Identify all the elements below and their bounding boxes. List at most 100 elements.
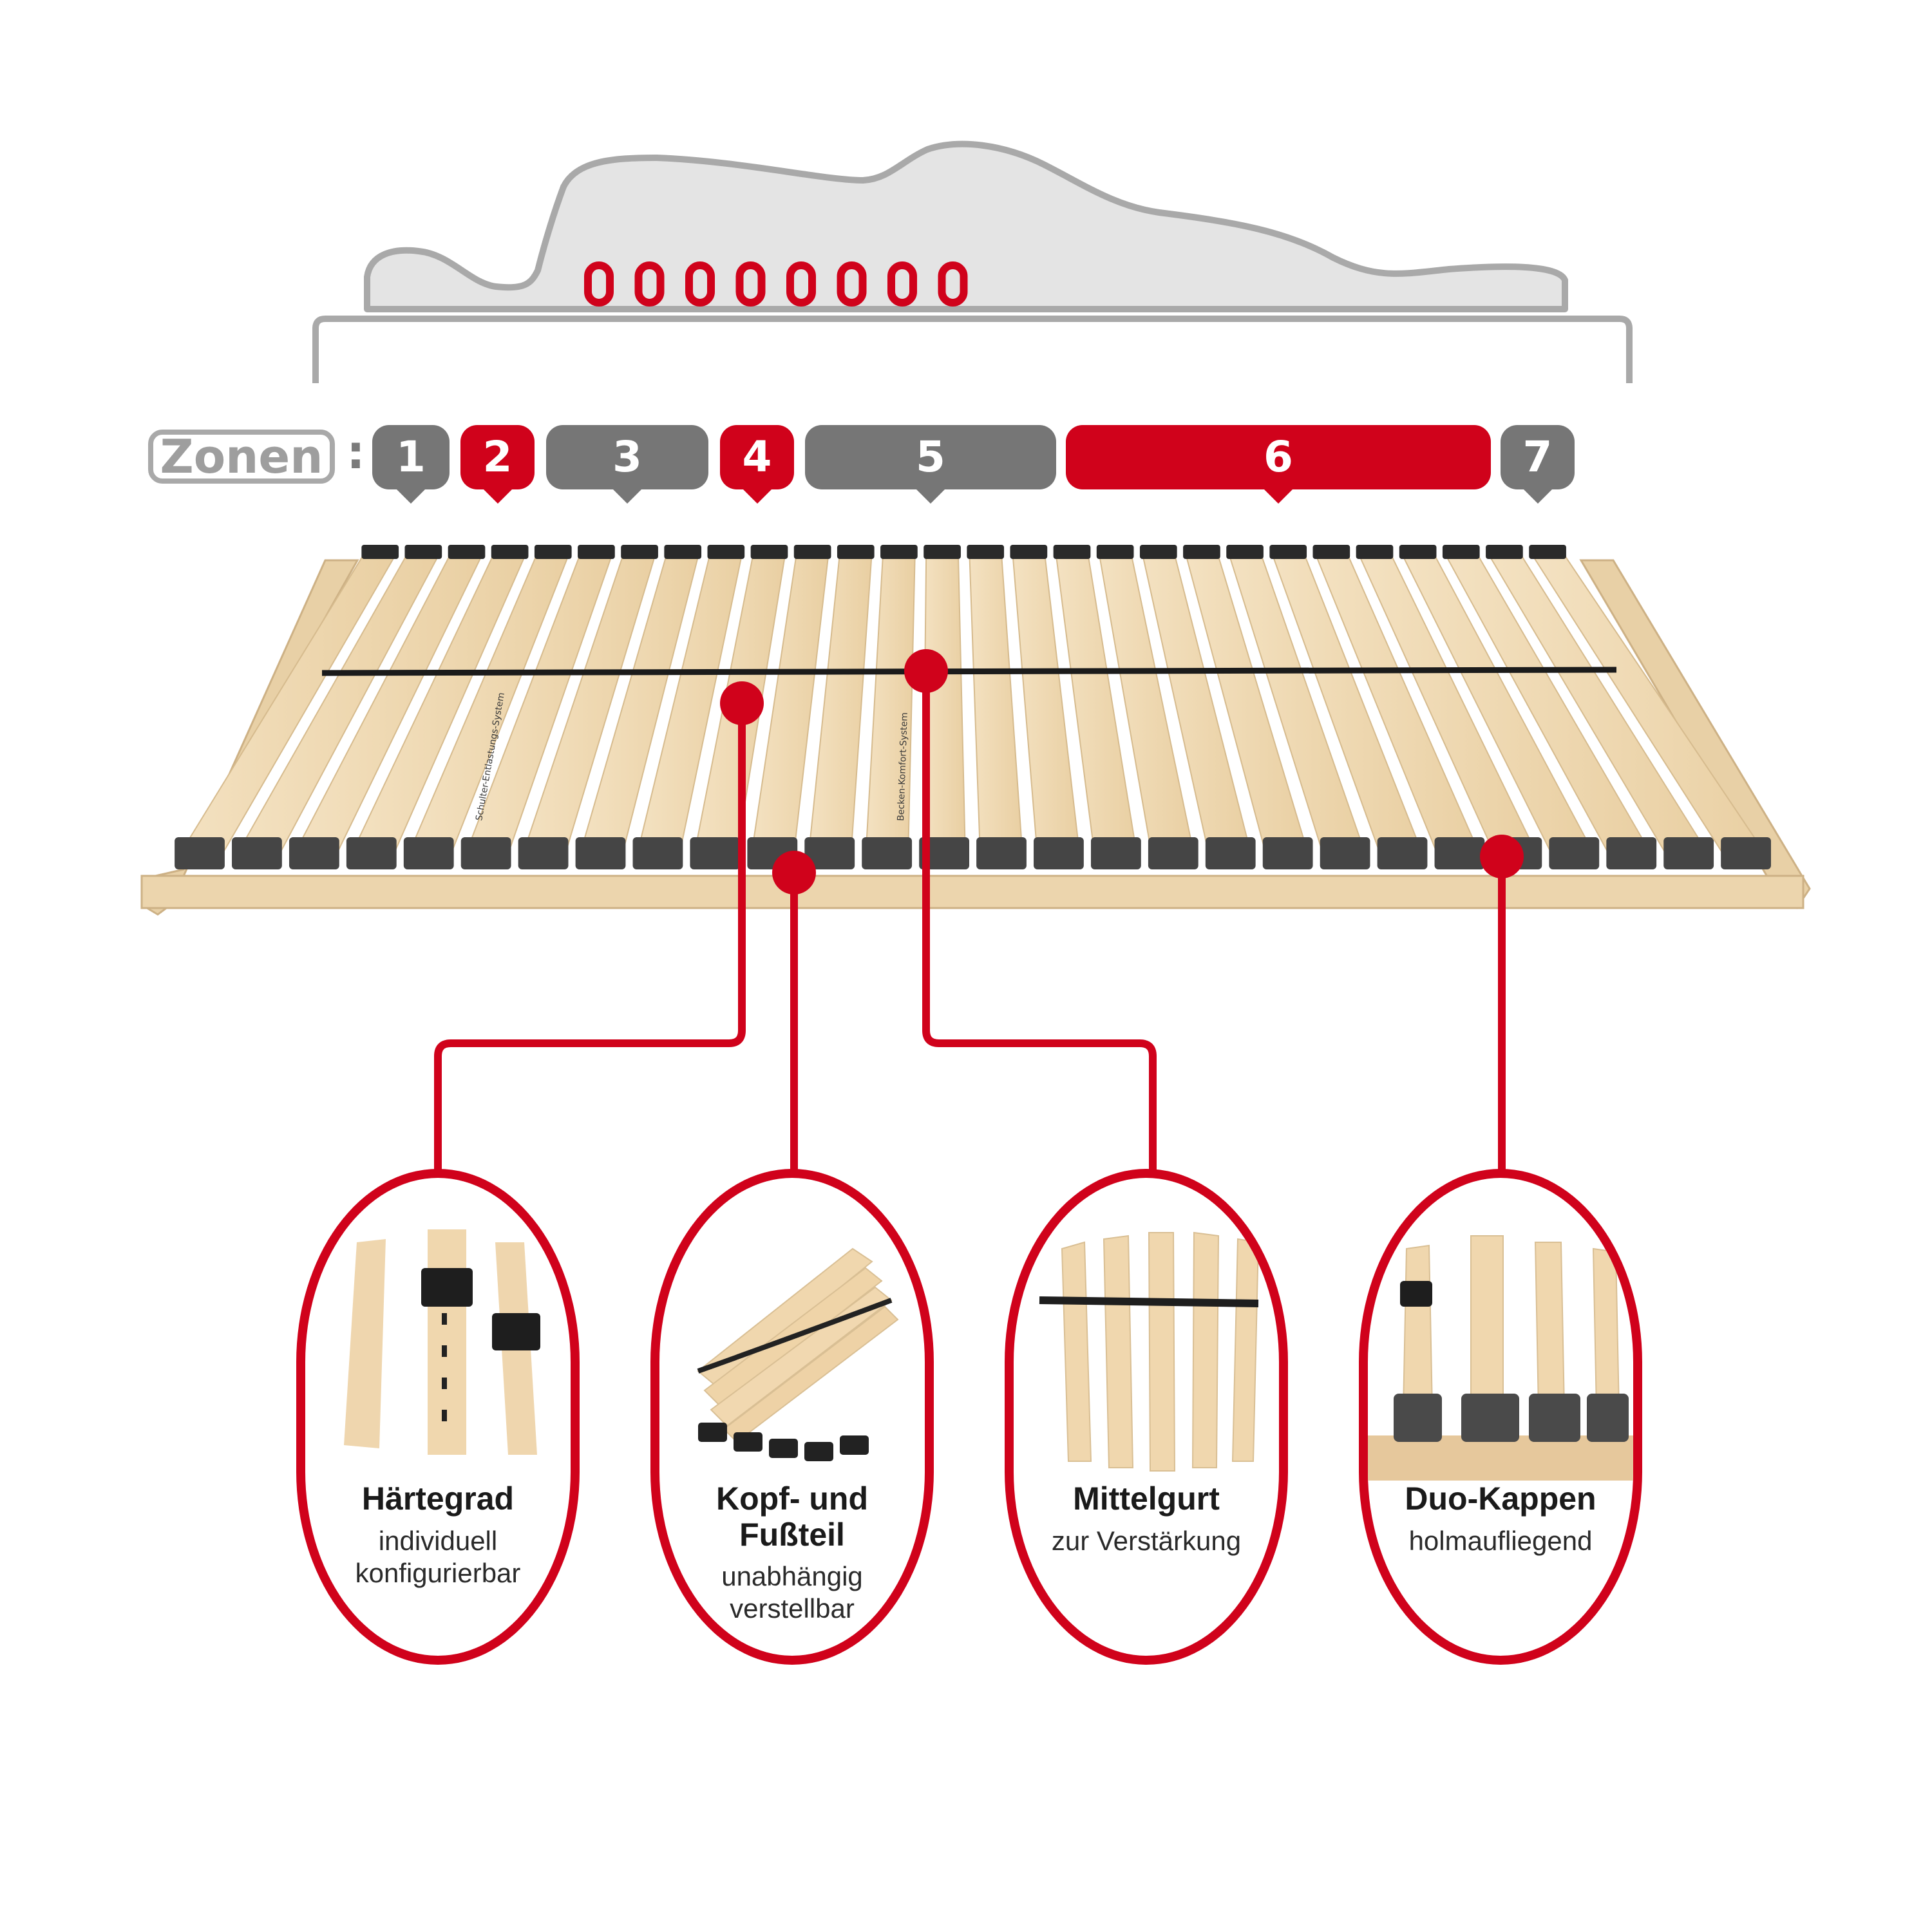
slat-cap-top — [707, 545, 745, 559]
zones-colon: : — [346, 425, 365, 479]
pressure-marker — [634, 261, 665, 307]
feature-subtitle-line-1: individuell — [378, 1526, 498, 1556]
feature-haertegrad: Härtegrad individuell konfigurierbar — [296, 1169, 580, 1665]
slat-cap-top — [404, 545, 442, 559]
duo-cap — [804, 837, 855, 869]
feature-subtitle-line-1: zur Verstärkung — [1051, 1526, 1242, 1556]
slat-cap-top — [1356, 545, 1394, 559]
slat-cap-top — [621, 545, 658, 559]
feature-kopf-fussteil: Kopf- und Fußteil unabhängig verstellbar — [650, 1169, 934, 1665]
feature-duo-kappen: Duo-Kappen holmaufliegend — [1359, 1169, 1642, 1665]
zone-7: 7 — [1501, 425, 1575, 504]
zone-6: 6 — [1066, 425, 1491, 504]
duo-cap — [346, 837, 397, 869]
slat-cap-top — [1096, 545, 1134, 559]
zone-3: 3 — [546, 425, 708, 504]
feature-subtitle-line-2: konfigurierbar — [355, 1558, 521, 1588]
duo-cap — [1262, 837, 1313, 869]
duo-cap — [518, 837, 569, 869]
slat-cap-top — [664, 545, 702, 559]
duo-cap — [919, 837, 969, 869]
slat-cap-top — [1226, 545, 1264, 559]
slat-cap-top — [1399, 545, 1437, 559]
slat-cap-top — [1053, 545, 1091, 559]
mattress-bracket — [312, 316, 1633, 383]
slat-cap-top — [923, 545, 961, 559]
hotspot-kopf-fussteil — [772, 851, 816, 895]
slat-cap-top — [1269, 545, 1307, 559]
pressure-marker — [938, 261, 968, 307]
feature-title-line-1: Kopf- und — [715, 1481, 868, 1517]
duo-cap — [1606, 837, 1657, 869]
slat-cap-top — [1010, 545, 1048, 559]
duo-cap — [1663, 837, 1714, 869]
hotspot-haertegrad — [720, 681, 764, 725]
slat-cap-top — [448, 545, 486, 559]
feature-subtitle-line-2: verstellbar — [730, 1593, 855, 1624]
zone-4: 4 — [720, 425, 794, 504]
slat-cap-top — [361, 545, 399, 559]
slats-group — [175, 545, 1771, 869]
slat-cap-top — [1442, 545, 1480, 559]
hotspot-duo-kappen — [1480, 835, 1524, 878]
duo-cap — [460, 837, 511, 869]
duo-caps-icon — [1368, 1235, 1633, 1481]
duo-cap — [862, 837, 913, 869]
firmness-slider-icon — [344, 1229, 540, 1455]
slat-cap-top — [837, 545, 875, 559]
duo-cap — [1721, 837, 1771, 869]
slat-cap-top — [1529, 545, 1566, 559]
slat-cap-top — [967, 545, 1005, 559]
slatted-frame: Schulter-Entlastungs-System Becken-Komfo… — [140, 545, 1811, 916]
slat-cap-top — [880, 545, 918, 559]
slat-cap-top — [1183, 545, 1220, 559]
hotspot-mittelgurt — [904, 649, 948, 693]
feature-mittelgurt: Mittelgurt zur Verstärkung — [1005, 1169, 1288, 1665]
duo-cap — [1549, 837, 1600, 869]
duo-cap — [232, 837, 282, 869]
slat-label-pelvis: Becken-Komfort-System — [896, 712, 910, 821]
duo-cap — [632, 837, 683, 869]
duo-cap — [1434, 837, 1485, 869]
center-strap-icon — [1039, 1231, 1260, 1472]
duo-cap — [690, 837, 741, 869]
slat-cap-top — [793, 545, 831, 559]
pressure-marker — [786, 261, 816, 307]
zone-2: 2 — [460, 425, 535, 504]
duo-cap — [976, 837, 1027, 869]
slat-cap-top — [491, 545, 529, 559]
pressure-marker — [887, 261, 917, 307]
feature-subtitle-line-1: holmaufliegend — [1408, 1526, 1593, 1556]
pressure-marker — [735, 261, 766, 307]
feature-subtitle-line-1: unabhängig — [721, 1561, 863, 1591]
zones-label: Zonen — [148, 430, 335, 484]
center-strap — [321, 667, 1617, 676]
zone-1: 1 — [372, 425, 450, 504]
duo-cap — [175, 837, 225, 869]
duo-cap — [403, 837, 454, 869]
duo-cap — [575, 837, 626, 869]
adjustable-head-foot-icon — [697, 1247, 899, 1461]
slat-cap-top — [1312, 545, 1350, 559]
pressure-marker — [837, 261, 867, 307]
duo-cap — [1034, 837, 1084, 869]
pressure-marker — [685, 261, 715, 307]
zone-5: 5 — [805, 425, 1056, 504]
pressure-marker — [584, 261, 614, 307]
slat-cap-top — [578, 545, 615, 559]
body-silhouette — [364, 140, 1568, 312]
feature-title: Duo-Kappen — [1405, 1481, 1596, 1517]
duo-cap — [1205, 837, 1256, 869]
feature-title: Härtegrad — [361, 1481, 515, 1517]
duo-cap — [1090, 837, 1141, 869]
slat-cap-top — [1486, 545, 1523, 559]
pressure-markers — [584, 261, 968, 307]
duo-cap — [1377, 837, 1428, 869]
body-silhouette-diagram — [312, 140, 1633, 383]
feature-title-line-2: Fußteil — [739, 1517, 845, 1553]
duo-cap — [289, 837, 339, 869]
connector-mittelgurt — [922, 671, 1157, 1172]
slat-cap-top — [534, 545, 572, 559]
